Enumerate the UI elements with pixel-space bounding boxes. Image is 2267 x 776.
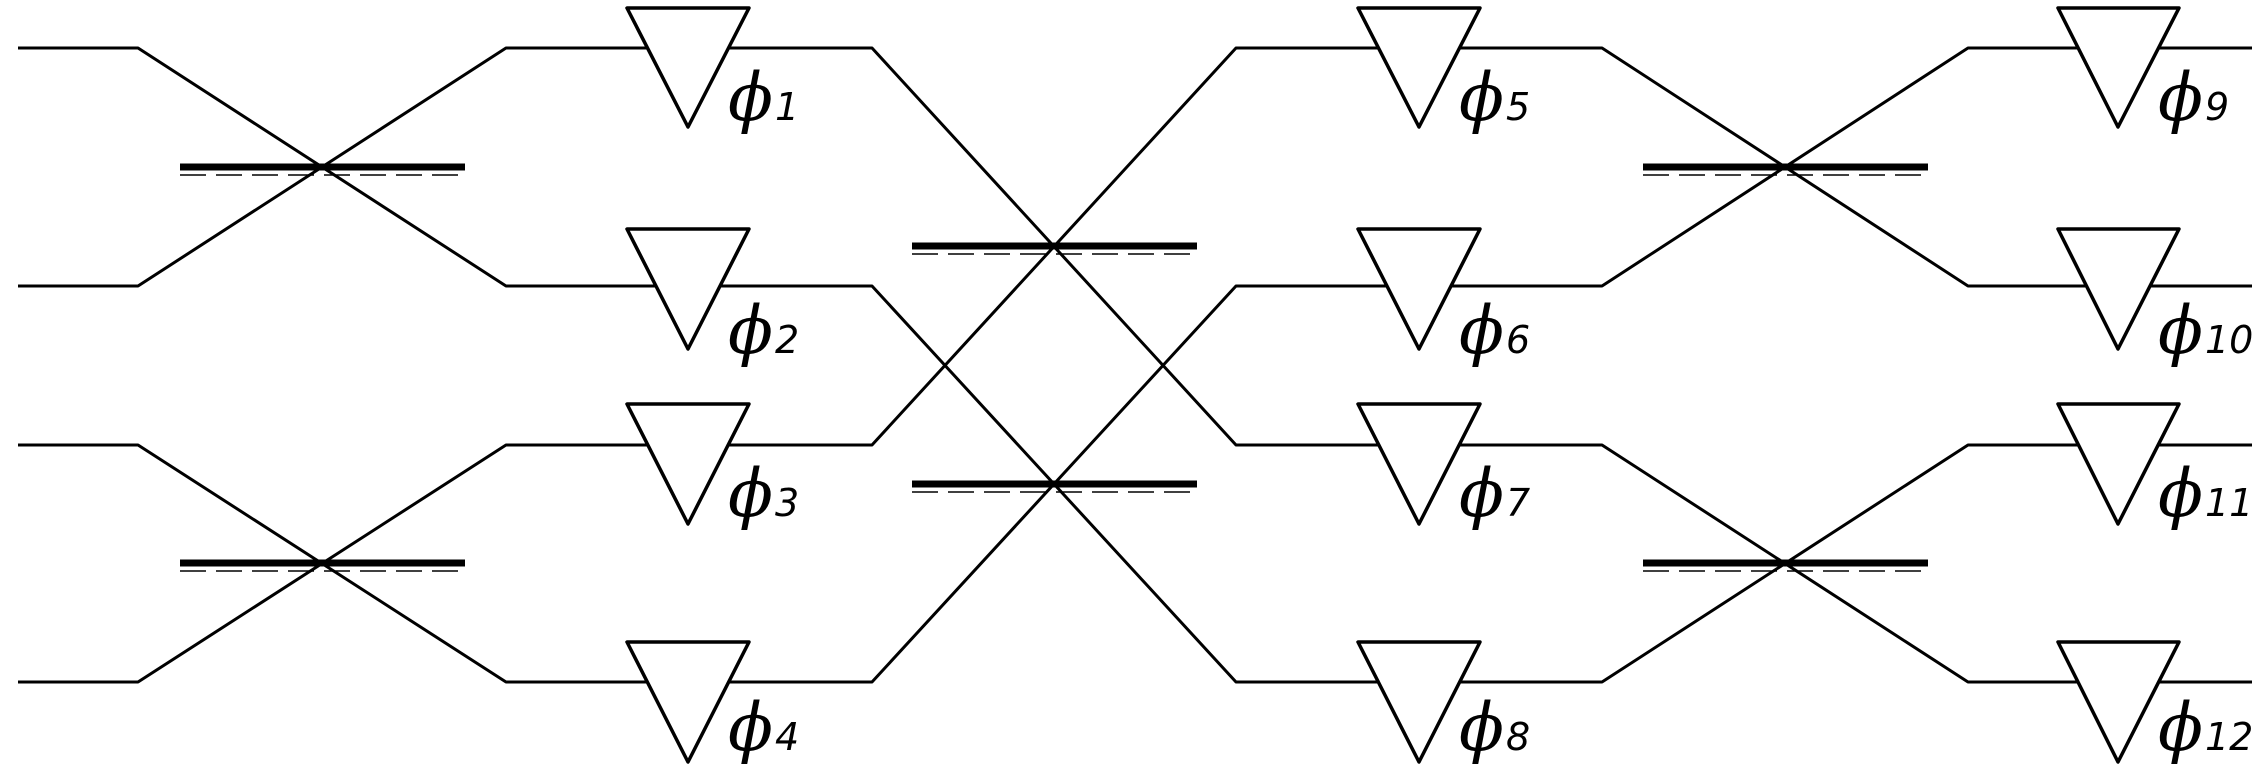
phase-label: ϕ1 xyxy=(728,59,799,136)
phase-label: ϕ12 xyxy=(2158,689,2253,766)
beam-splitter xyxy=(912,480,1197,493)
phase-label: ϕ4 xyxy=(728,689,799,766)
phase-label: ϕ6 xyxy=(1459,292,1530,369)
phase-shifter-triangle-icon xyxy=(1356,6,1482,129)
beam-splitter xyxy=(180,163,465,176)
phase-shifter-triangle-icon xyxy=(2056,227,2181,351)
phase-shifter-triangle-icon xyxy=(625,6,751,129)
phase-label: ϕ2 xyxy=(728,292,799,369)
phase-label: ϕ11 xyxy=(2158,455,2253,532)
phase-shifter-triangle-icon xyxy=(1356,227,1482,351)
beam-splitter xyxy=(912,242,1197,255)
beam-splitter xyxy=(1643,163,1928,176)
phase-shifter-triangle-icon xyxy=(625,640,751,764)
phase-label: ϕ9 xyxy=(2158,59,2229,136)
beam-splitter xyxy=(180,559,465,572)
phase-shifter-triangle-icon xyxy=(625,402,751,526)
waveguides xyxy=(18,46,2252,684)
phase-shifters: ϕ1 ϕ2 ϕ3 ϕ4 ϕ5 ϕ6 ϕ7 ϕ8 ϕ9 ϕ10 ϕ11 ϕ12 xyxy=(625,6,2253,766)
phase-label: ϕ10 xyxy=(2158,292,2253,369)
phase-shifter-triangle-icon xyxy=(1356,402,1482,526)
phase-label: ϕ7 xyxy=(1459,455,1530,532)
phase-label: ϕ3 xyxy=(728,455,799,532)
phase-shifter-triangle-icon xyxy=(625,227,751,351)
beam-splitters xyxy=(180,163,1928,572)
phase-shifter-triangle-icon xyxy=(2056,640,2181,764)
phase-shifter-triangle-icon xyxy=(1356,640,1482,764)
phase-shifter-triangle-icon xyxy=(2056,402,2181,526)
phase-shifter-triangle-icon xyxy=(2056,6,2181,129)
phase-label: ϕ8 xyxy=(1459,689,1530,766)
beam-splitter xyxy=(1643,559,1928,572)
phase-label: ϕ5 xyxy=(1459,59,1530,136)
